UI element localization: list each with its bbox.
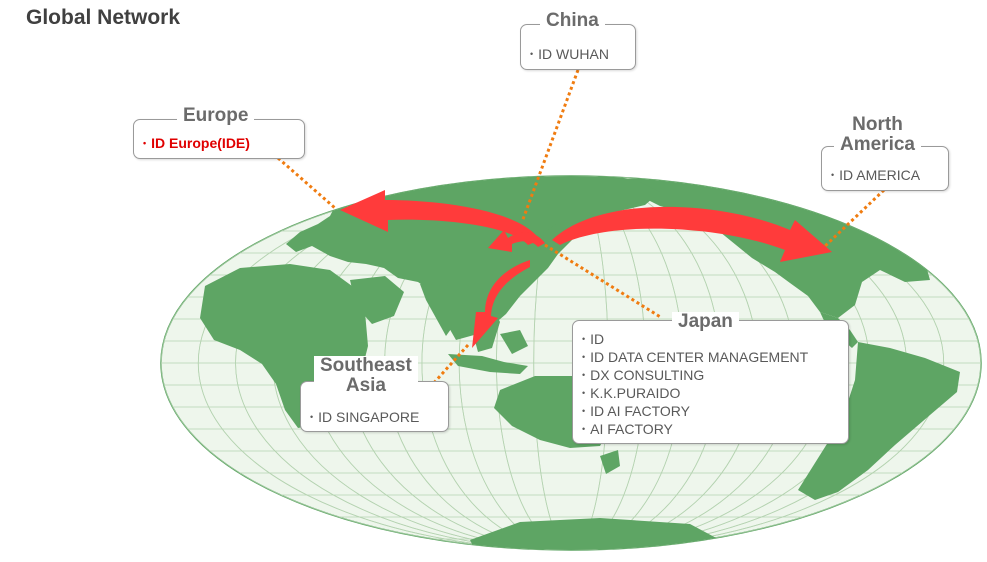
- office-item: • ID DATA CENTER MANAGEMENT: [582, 348, 848, 366]
- connector-north-america: [821, 188, 886, 250]
- arrow-to-america: [552, 206, 832, 262]
- office-item: • ID WUHAN: [530, 45, 635, 63]
- office-name: DX CONSULTING: [590, 367, 705, 383]
- india-landmass: [420, 284, 462, 336]
- north-america-title: North America: [834, 115, 921, 155]
- bullet-icon: •: [582, 424, 586, 434]
- office-item: • ID AI FACTORY: [582, 402, 848, 420]
- japan-office-list: • ID • ID DATA CENTER MANAGEMENT • DX CONSU…: [582, 330, 848, 438]
- bullet-icon: •: [143, 138, 147, 148]
- office-item: • K.K.PURAIDO: [582, 384, 848, 402]
- connector-southeast-asia: [430, 343, 470, 387]
- japan-card: • ID • ID DATA CENTER MANAGEMENT • DX CONSU…: [572, 320, 849, 444]
- connector-japan: [544, 243, 663, 320]
- arrow-to-southeast-asia: [472, 260, 530, 348]
- connector-china: [520, 69, 580, 223]
- office-item: • ID SINGAPORE: [310, 408, 448, 426]
- bullet-icon: •: [582, 406, 586, 416]
- office-name: ID DATA CENTER MANAGEMENT: [590, 349, 809, 365]
- bullet-icon: •: [831, 170, 835, 180]
- north-america-office-list: • ID AMERICA: [831, 166, 948, 184]
- office-name: K.K.PURAIDO: [590, 385, 681, 401]
- office-item: • ID Europe(IDE): [143, 134, 304, 152]
- bullet-icon: •: [582, 388, 586, 398]
- arrow-to-europe: [340, 190, 540, 245]
- connector-lines: [277, 69, 886, 387]
- connector-europe: [277, 156, 336, 210]
- china-office-list: • ID WUHAN: [530, 45, 635, 63]
- page-title: Global Network: [26, 6, 181, 29]
- bullet-icon: •: [582, 352, 586, 362]
- europe-office-list: • ID Europe(IDE): [143, 134, 304, 152]
- office-item: • DX CONSULTING: [582, 366, 848, 384]
- flow-arrows: [340, 190, 832, 348]
- china-title: China: [540, 11, 605, 31]
- southeast-asia-office-list: • ID SINGAPORE: [310, 408, 448, 426]
- japan-title: Japan: [672, 312, 739, 332]
- bullet-icon: •: [582, 370, 586, 380]
- borneo-landmass: [500, 330, 528, 354]
- north-america-title-line2: America: [840, 134, 915, 155]
- office-item: • ID: [582, 330, 848, 348]
- bullet-icon: •: [582, 334, 586, 344]
- office-item: • AI FACTORY: [582, 420, 848, 438]
- office-name: AI FACTORY: [590, 421, 673, 437]
- office-name: ID AMERICA: [839, 167, 921, 183]
- office-name: ID SINGAPORE: [318, 409, 420, 425]
- indonesia-islands: [448, 354, 528, 374]
- office-name: ID Europe(IDE): [151, 135, 250, 151]
- arrow-to-china: [488, 230, 545, 252]
- office-name: ID AI FACTORY: [590, 403, 691, 419]
- southeast-asia-title: Southeast Asia: [314, 356, 418, 396]
- southeast-asia-title-line1: Southeast: [320, 355, 412, 376]
- office-name: ID WUHAN: [538, 46, 609, 62]
- office-name: ID: [590, 331, 605, 347]
- bullet-icon: •: [310, 412, 314, 422]
- japan-landmass: [540, 224, 558, 262]
- europe-title: Europe: [177, 106, 255, 126]
- southeast-asia-title-line2: Asia: [345, 375, 386, 396]
- north-america-title-line1: North: [852, 114, 903, 135]
- bullet-icon: •: [530, 49, 534, 59]
- new-zealand-landmass: [600, 450, 620, 474]
- office-item: • ID AMERICA: [831, 166, 948, 184]
- south-america-landmass: [798, 342, 960, 500]
